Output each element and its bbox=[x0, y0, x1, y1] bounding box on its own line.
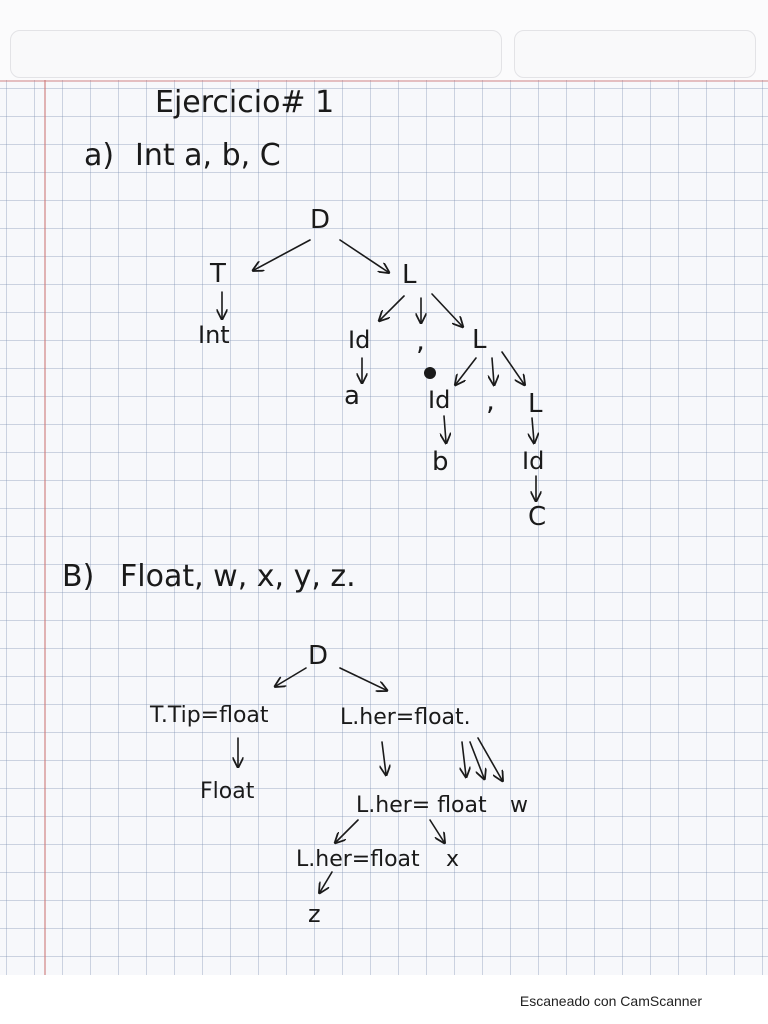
tree-b-node-float: Float bbox=[200, 779, 255, 804]
tree-b-node-w: w bbox=[510, 793, 528, 818]
tree-b-node-her2: L.her= float bbox=[356, 793, 487, 818]
page-header-blank bbox=[0, 0, 768, 80]
header-tab-right bbox=[514, 30, 756, 78]
ink-blot bbox=[424, 367, 436, 379]
tree-b-node-z: z bbox=[308, 900, 321, 928]
tree-a-node-a: a bbox=[344, 381, 360, 411]
tree-a-node-T: T bbox=[209, 259, 226, 289]
part-b-label: B) bbox=[62, 559, 94, 594]
tree-a-edges bbox=[222, 239, 536, 500]
tree-a-node-Id2: Id bbox=[428, 386, 450, 414]
tree-b-node-tip: T.Tip=float bbox=[149, 703, 269, 728]
tree-b-node-her3: L.her=float bbox=[296, 847, 420, 872]
tree-b-node-x: x bbox=[446, 847, 459, 872]
tree-a-node-Int: Int bbox=[198, 321, 230, 349]
tree-a-node-D: D bbox=[310, 205, 330, 235]
tree-a-node-Id3: Id bbox=[522, 447, 544, 475]
part-a-statement: Int a, b, C bbox=[135, 138, 281, 173]
header-tab-left bbox=[10, 30, 502, 78]
tree-a-node-Id1: Id bbox=[348, 326, 370, 354]
footer-strip bbox=[0, 975, 768, 1024]
exercise-title: Ejercicio# 1 bbox=[155, 85, 334, 120]
tree-a-node-L1: L bbox=[402, 260, 417, 290]
tree-a-node-b: b bbox=[432, 447, 449, 477]
tree-a-node-L2: L bbox=[472, 325, 487, 355]
tree-b-edges bbox=[238, 667, 502, 892]
camscanner-watermark: Escaneado con CamScanner bbox=[519, 993, 702, 1009]
part-b-statement: Float, w, x, y, z. bbox=[120, 559, 356, 594]
tree-b-node-D: D bbox=[308, 641, 328, 671]
tree-b-node-her1: L.her=float. bbox=[340, 705, 471, 730]
tree-a-node-comma1: , bbox=[416, 324, 425, 357]
tree-a-node-comma2: , bbox=[486, 384, 495, 417]
left-margin-line bbox=[44, 80, 46, 980]
part-a-label: a) bbox=[84, 138, 114, 173]
top-margin-line bbox=[0, 80, 768, 82]
tree-a-node-L3: L bbox=[528, 389, 543, 419]
tree-a-node-C: C bbox=[528, 502, 546, 532]
